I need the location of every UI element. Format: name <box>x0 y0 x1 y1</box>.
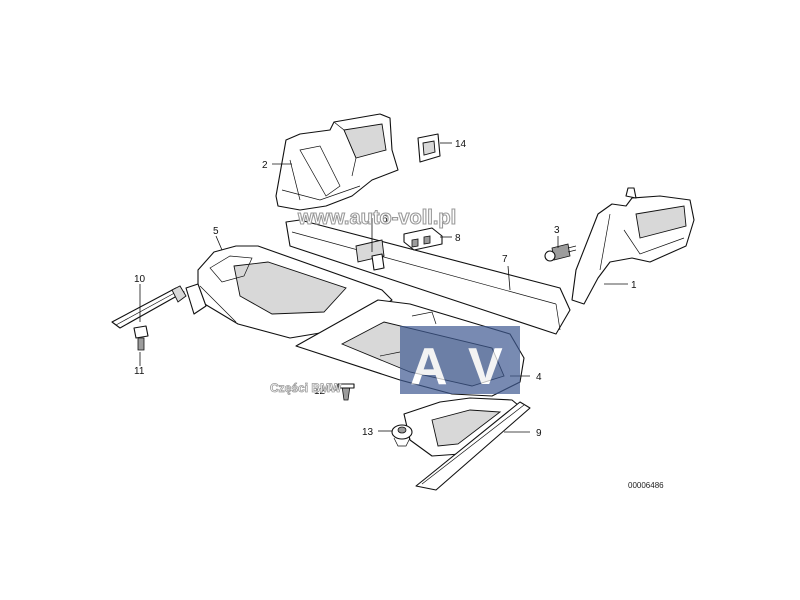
part-10-seal-strip <box>111 285 187 329</box>
watermark-logo: A V <box>400 326 520 396</box>
part-11-clip <box>133 325 149 351</box>
watermark-caption: Części BMW <box>270 381 342 395</box>
callout-12: 12 <box>314 386 326 397</box>
callout-8: 8 <box>455 233 461 244</box>
watermark-logo-letter-v: V <box>468 338 503 396</box>
part-8-bracket <box>403 227 443 251</box>
part-2-side-panel <box>275 113 399 211</box>
callout-labels: 1 2 3 4 5 6 7 8 9 10 11 12 13 14 <box>134 139 637 439</box>
part-12-screw <box>337 383 355 401</box>
callout-11: 11 <box>134 366 145 377</box>
callout-4: 4 <box>536 372 542 383</box>
part-7-cross-panel <box>285 219 571 335</box>
callout-7: 7 <box>502 254 508 265</box>
callout-9: 9 <box>536 428 542 439</box>
part-9-trim-strip <box>403 397 531 491</box>
watermark: www.auto-voll.pl A V Części BMW <box>270 206 520 396</box>
callout-14: 14 <box>455 139 467 150</box>
callout-3: 3 <box>554 225 560 236</box>
callout-6: 6 <box>382 214 388 225</box>
part-14-clip <box>417 133 441 163</box>
part-13-nut <box>391 424 413 447</box>
watermark-url: www.auto-voll.pl <box>297 207 456 229</box>
document-number: 00006486 <box>628 481 664 490</box>
callout-2: 2 <box>262 160 268 171</box>
watermark-logo-letter-a: A <box>410 338 448 396</box>
callout-5: 5 <box>213 226 219 237</box>
part-6-clip <box>371 253 385 271</box>
callout-10: 10 <box>134 274 146 285</box>
callout-13: 13 <box>362 427 374 438</box>
part-1-right-trim <box>571 187 695 305</box>
part-3-screw <box>544 243 577 262</box>
callout-1: 1 <box>631 280 637 291</box>
